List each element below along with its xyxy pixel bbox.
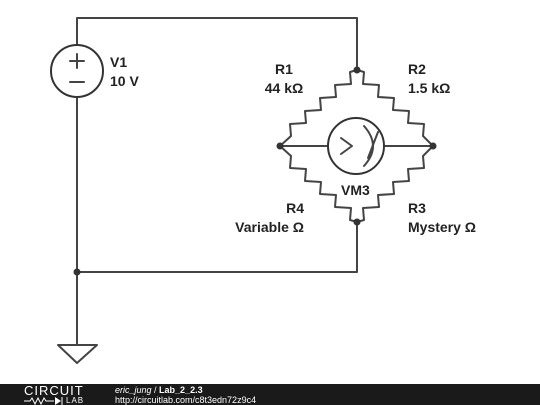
author-link[interactable]: eric_jung: [115, 385, 152, 395]
r4-value-label: Variable Ω: [235, 219, 304, 235]
resistor-logo-icon: [24, 396, 63, 405]
r1-value-label: 44 kΩ: [265, 80, 303, 96]
r2-name-label: R2: [408, 61, 426, 77]
junction-node-left: [276, 142, 284, 150]
circuitlab-logo-text: CIRCUIT: [24, 383, 84, 398]
resistor-r3[interactable]: [356, 145, 434, 223]
v1-name-label: V1: [110, 54, 127, 70]
path-separator: /: [151, 385, 160, 395]
resistor-r4[interactable]: [279, 145, 358, 223]
project-info: eric_jung / Lab_2_2.3: [115, 385, 203, 395]
voltmeter-needle-icon: [367, 131, 379, 159]
voltmeter-v-icon: [340, 137, 353, 155]
v1-value-label: 10 V: [110, 73, 139, 89]
junction-node-ground: [73, 268, 81, 276]
voltmeter-vm3[interactable]: [327, 117, 385, 175]
circuitlab-logo-lab: LAB: [66, 396, 85, 405]
junction-node-bottom: [353, 218, 361, 226]
project-url-link[interactable]: http://circuitlab.com/c8t3edn72z9c4: [115, 395, 257, 405]
resistor-r2[interactable]: [356, 69, 434, 147]
wire-top: [76, 17, 358, 71]
ground-icon: [57, 344, 98, 364]
project-name[interactable]: Lab_2_2.3: [159, 385, 203, 395]
vm3-name-label: VM3: [341, 182, 370, 198]
footer-bar: CIRCUIT LAB eric_jung / Lab_2_2.3 http:/…: [0, 384, 540, 405]
r1-name-label: R1: [275, 61, 293, 77]
junction-node-top: [353, 66, 361, 74]
plus-sign-icon: [69, 53, 85, 69]
wire-bottom: [76, 221, 358, 273]
resistor-r1[interactable]: [279, 69, 358, 147]
junction-node-right: [429, 142, 437, 150]
r3-name-label: R3: [408, 200, 426, 216]
voltage-source-v1[interactable]: [50, 44, 104, 98]
r4-name-label: R4: [286, 200, 304, 216]
r3-value-label: Mystery Ω: [408, 219, 476, 235]
r2-value-label: 1.5 kΩ: [408, 80, 450, 96]
